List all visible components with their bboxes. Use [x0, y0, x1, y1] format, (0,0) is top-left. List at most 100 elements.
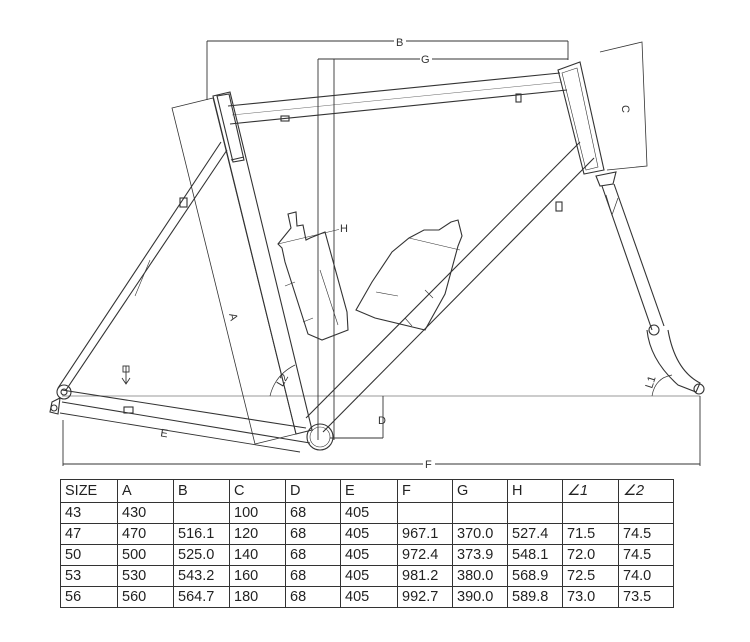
- fork: [595, 171, 705, 395]
- frame-geometry-table: SIZE A B C D E F G H ∠1 ∠2 43 430 100 68…: [60, 479, 674, 608]
- angle-label-1: L1: [643, 375, 658, 390]
- dim-label-a: A: [226, 312, 240, 323]
- table-cell: 71.5: [562, 523, 619, 545]
- table-cell: 73.5: [618, 586, 674, 608]
- table-cell: 525.0: [173, 544, 230, 566]
- header-f: F: [397, 479, 453, 503]
- table-cell: 68: [285, 544, 341, 566]
- head-tube: [557, 61, 605, 175]
- table-header-row: SIZE A B C D E F G H ∠1 ∠2: [60, 479, 674, 503]
- header-e: E: [340, 479, 398, 503]
- table-cell: 470: [117, 523, 174, 545]
- table-row: 56 560 564.7 180 68 405 992.7 390.0 589.…: [60, 586, 674, 608]
- table-cell: 373.9: [452, 544, 508, 566]
- dim-label-c: C: [619, 105, 631, 113]
- table-row: 50 500 525.0 140 68 405 972.4 373.9 548.…: [60, 544, 674, 566]
- table-row: 47 470 516.1 120 68 405 967.1 370.0 527.…: [60, 523, 674, 545]
- top-tube: [227, 72, 568, 125]
- header-d: D: [285, 479, 341, 503]
- dimension-letters: B G H C A D E F L2 L1: [160, 35, 659, 470]
- table-cell: 100: [229, 502, 286, 524]
- header-b: B: [173, 479, 230, 503]
- table-cell: 972.4: [397, 544, 453, 566]
- table-cell: 564.7: [173, 586, 230, 608]
- seat-tube: [212, 91, 313, 435]
- table-cell: 74.5: [618, 523, 674, 545]
- table-cell: [562, 502, 619, 524]
- table-cell: 180: [229, 586, 286, 608]
- brake-bridge-icon: [179, 197, 188, 208]
- header-size: SIZE: [60, 479, 118, 503]
- dimension-lines: [59, 40, 701, 466]
- angle-label-2: L2: [275, 372, 292, 389]
- table-cell: 74.0: [618, 565, 674, 587]
- table-cell: 981.2: [397, 565, 453, 587]
- table-cell: 405: [340, 565, 398, 587]
- table-cell: 370.0: [452, 523, 508, 545]
- bike-frame-diagram: B G H C A D E F L2 L1: [49, 35, 705, 470]
- chain-stay: [61, 389, 311, 444]
- table-cell: 516.1: [173, 523, 230, 545]
- table-cell: [507, 502, 563, 524]
- header-c: C: [229, 479, 286, 503]
- header-angle-2: ∠2: [618, 479, 674, 503]
- table-cell: [452, 502, 508, 524]
- table-cell: 73.0: [562, 586, 619, 608]
- table-cell: 50: [60, 544, 118, 566]
- water-bottle-down-tube: [355, 219, 463, 331]
- table-cell: 405: [340, 502, 398, 524]
- header-h: H: [507, 479, 563, 503]
- table-cell: 405: [340, 544, 398, 566]
- table-cell: 530: [117, 565, 174, 587]
- table-cell: 74.5: [618, 544, 674, 566]
- dim-label-h: H: [340, 223, 348, 235]
- cable-stop-icon: [555, 201, 563, 212]
- bottom-bracket: [306, 423, 334, 451]
- table-cell: 68: [285, 586, 341, 608]
- cable-guide-icon: [515, 93, 522, 103]
- table-cell: 68: [285, 565, 341, 587]
- rear-dropout: [49, 384, 72, 415]
- table-cell: 47: [60, 523, 118, 545]
- dim-label-b: B: [396, 37, 403, 49]
- dim-label-e: E: [160, 427, 169, 440]
- table-cell: [397, 502, 453, 524]
- chainstay-bridge-icon: [123, 406, 134, 414]
- table-cell: 53: [60, 565, 118, 587]
- table-cell: 405: [340, 523, 398, 545]
- table-cell: 160: [229, 565, 286, 587]
- table-cell: 72.0: [562, 544, 619, 566]
- down-tube: [305, 141, 595, 433]
- table-cell: [618, 502, 674, 524]
- table-row: 53 530 543.2 160 68 405 981.2 380.0 568.…: [60, 565, 674, 587]
- table-cell: 405: [340, 586, 398, 608]
- table-cell: 560: [117, 586, 174, 608]
- table-cell: 430: [117, 502, 174, 524]
- table-cell: 527.4: [507, 523, 563, 545]
- table-cell: 68: [285, 523, 341, 545]
- table-cell: 589.8: [507, 586, 563, 608]
- cable-guide-icon: [280, 115, 290, 122]
- dim-label-d: D: [378, 415, 386, 427]
- dim-label-f: F: [425, 459, 432, 470]
- table-cell: 390.0: [452, 586, 508, 608]
- table-cell: 548.1: [507, 544, 563, 566]
- table-cell: 72.5: [562, 565, 619, 587]
- table-cell: 43: [60, 502, 118, 524]
- table-row: 43 430 100 68 405: [60, 502, 674, 524]
- table-cell: [173, 502, 230, 524]
- table-cell: 380.0: [452, 565, 508, 587]
- table-cell: 543.2: [173, 565, 230, 587]
- table-cell: 500: [117, 544, 174, 566]
- table-cell: 967.1: [397, 523, 453, 545]
- table-cell: 56: [60, 586, 118, 608]
- seat-stay: [57, 141, 228, 391]
- header-a: A: [117, 479, 174, 503]
- table-cell: 120: [229, 523, 286, 545]
- table-cell: 992.7: [397, 586, 453, 608]
- header-g: G: [452, 479, 508, 503]
- table-cell: 140: [229, 544, 286, 566]
- table-cell: 68: [285, 502, 341, 524]
- water-bottle-seat-tube: [277, 211, 349, 341]
- table-cell: 568.9: [507, 565, 563, 587]
